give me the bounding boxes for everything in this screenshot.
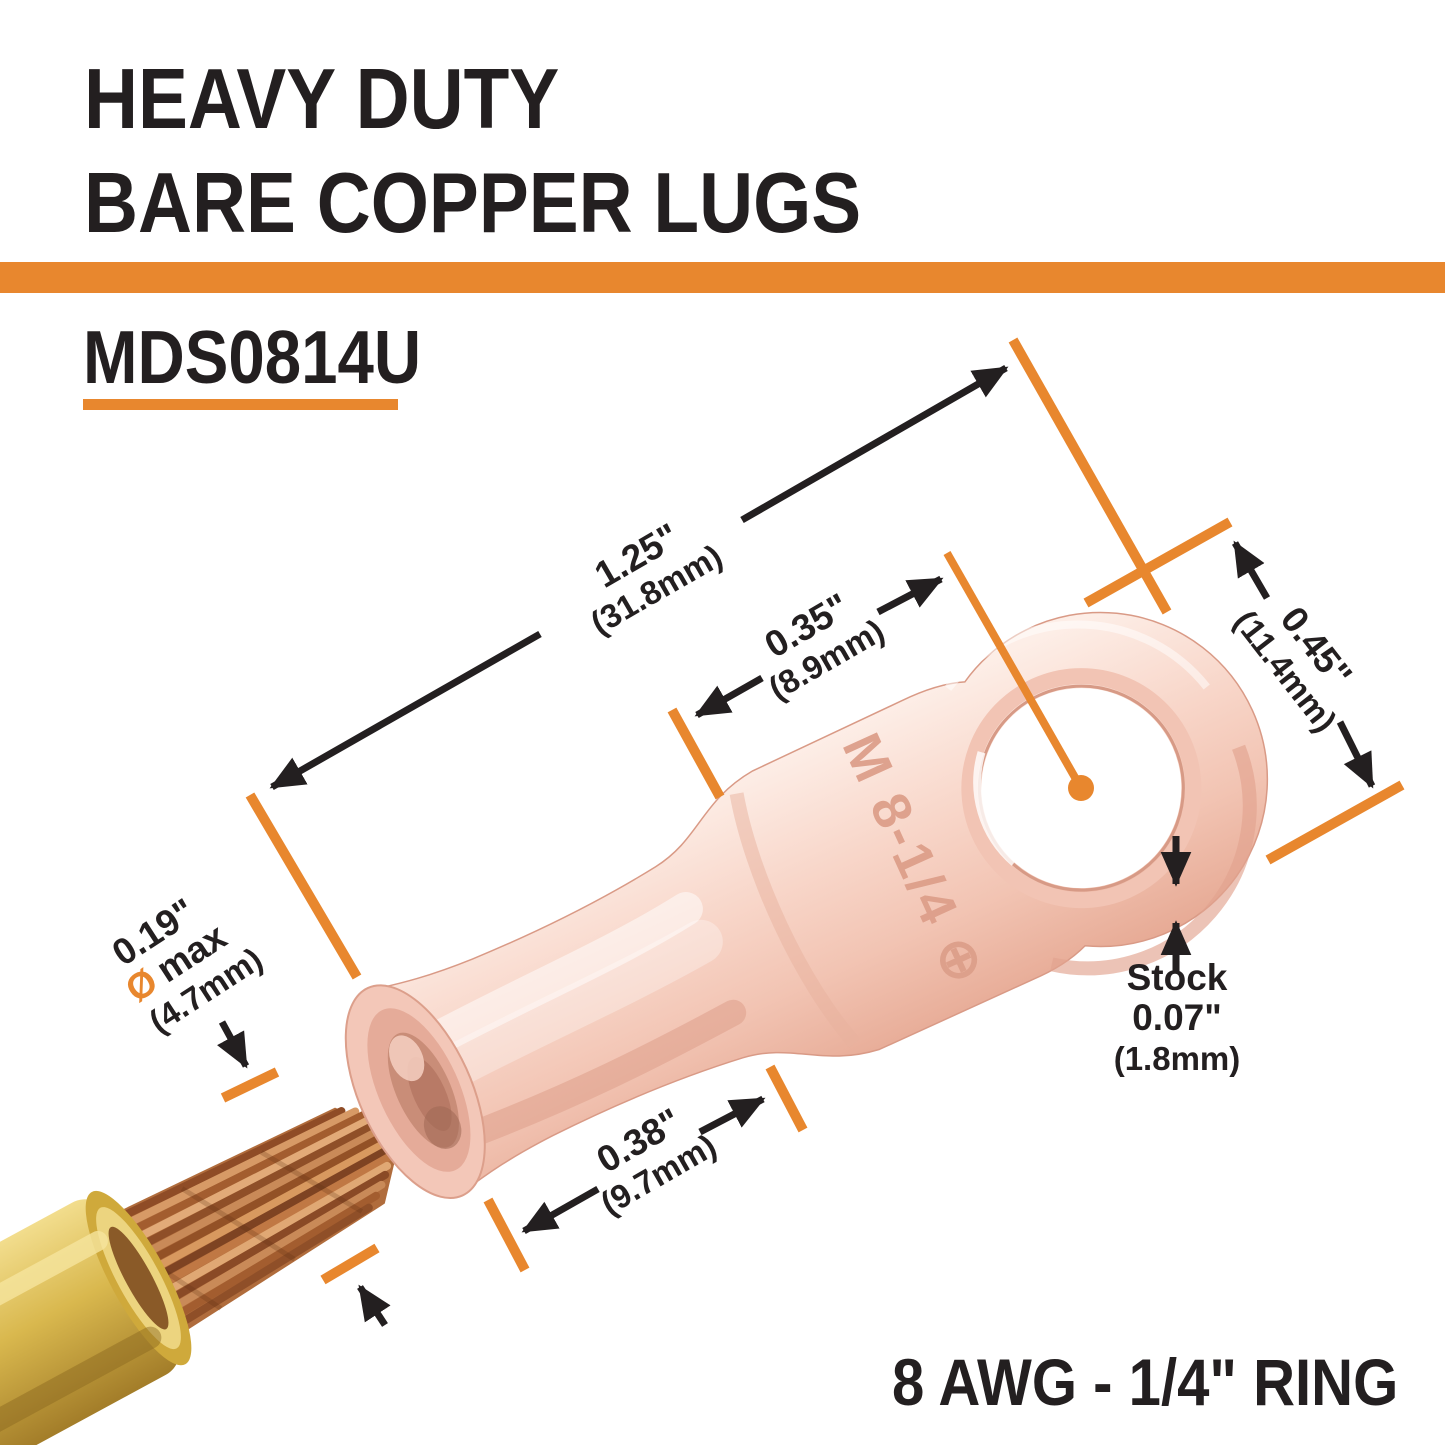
hole-center-dot — [1068, 775, 1094, 801]
cable-jacket — [0, 1190, 192, 1445]
model-underline — [83, 399, 398, 410]
label-stock-thickness: Stock 0.07" (1.8mm) — [1114, 957, 1241, 1077]
arrow-overall-length-left — [269, 630, 542, 791]
strand — [82, 1107, 346, 1238]
arrow-wire-diameter-down — [217, 1020, 250, 1069]
hole-center-leader-line — [943, 551, 1085, 790]
jacket-shadow — [0, 1326, 162, 1445]
svg-text:Stock: Stock — [1127, 957, 1228, 998]
title-line-1: HEAVY DUTY — [84, 52, 560, 147]
strand — [100, 1118, 384, 1269]
strand-twist-shading — [180, 1186, 296, 1262]
hole-rim-highlight — [973, 751, 1017, 866]
product-spec: 8 AWG - 1/4" RING — [891, 1345, 1398, 1419]
barrel-highlight — [402, 892, 703, 1065]
cable — [0, 1107, 397, 1445]
strand — [91, 1109, 370, 1254]
ring-edge-shadow — [1050, 744, 1257, 976]
flare-shadow — [729, 792, 860, 1048]
strand — [95, 1114, 377, 1262]
label-overall-length: 1.25" (31.8mm) — [584, 515, 728, 641]
label-wire-diameter: 0.19" Ømax (4.7mm) — [105, 890, 269, 1040]
tick-wire-diameter-bottom — [320, 1243, 380, 1285]
arrow-ring-width-bottom — [1336, 720, 1376, 789]
jacket-body — [0, 1199, 180, 1445]
arrow-barrel-depth-left — [521, 1185, 600, 1235]
label-pad-length: 0.35" (8.9mm) — [758, 585, 891, 707]
jacket-highlight — [0, 1230, 108, 1414]
svg-text:0.07": 0.07" — [1132, 997, 1222, 1038]
hole-bevel — [961, 668, 1202, 909]
strand — [112, 1135, 396, 1293]
ring-edge-highlight — [944, 620, 1210, 691]
arrow-barrel-depth-right — [698, 1095, 766, 1136]
tick-ring-width-top — [1083, 517, 1233, 608]
mouth-inner-highlight — [389, 1035, 425, 1082]
barrel-shadow — [448, 999, 747, 1152]
tick-barrel-depth-mouth — [483, 1197, 530, 1273]
arrow-ring-width-top — [1231, 540, 1271, 600]
arrow-overall-length-right — [740, 364, 1009, 524]
strand-twist-shading — [260, 1150, 364, 1214]
page-title: HEAVY DUTY BARE COPPER LUGS — [84, 48, 861, 256]
tick-wire-diameter-top — [220, 1067, 280, 1103]
tick-barrel-depth-end — [765, 1064, 808, 1133]
svg-text:(1.8mm): (1.8mm) — [1114, 1040, 1241, 1077]
barrel-mouth — [344, 984, 486, 1199]
tick-pad-start — [667, 707, 725, 800]
jacket-core — [108, 1226, 169, 1330]
mouth-inner-shadow — [423, 1106, 462, 1149]
accent-divider-band — [0, 262, 1445, 293]
arrow-pad-length-left — [694, 674, 764, 719]
copper-lug: M 8-1/4 ⊕ — [344, 611, 1269, 1199]
arrow-wire-diameter-up — [357, 1284, 391, 1327]
strand — [87, 1107, 360, 1246]
tick-ring-width-bottom — [1265, 780, 1405, 865]
tick-overall-length-mouth — [245, 792, 362, 980]
model-number: MDS0814U — [83, 315, 422, 399]
arrow-pad-length-right — [876, 575, 944, 616]
title-line-2: BARE COPPER LUGS — [84, 156, 862, 251]
barrel-sheen — [419, 919, 723, 1095]
